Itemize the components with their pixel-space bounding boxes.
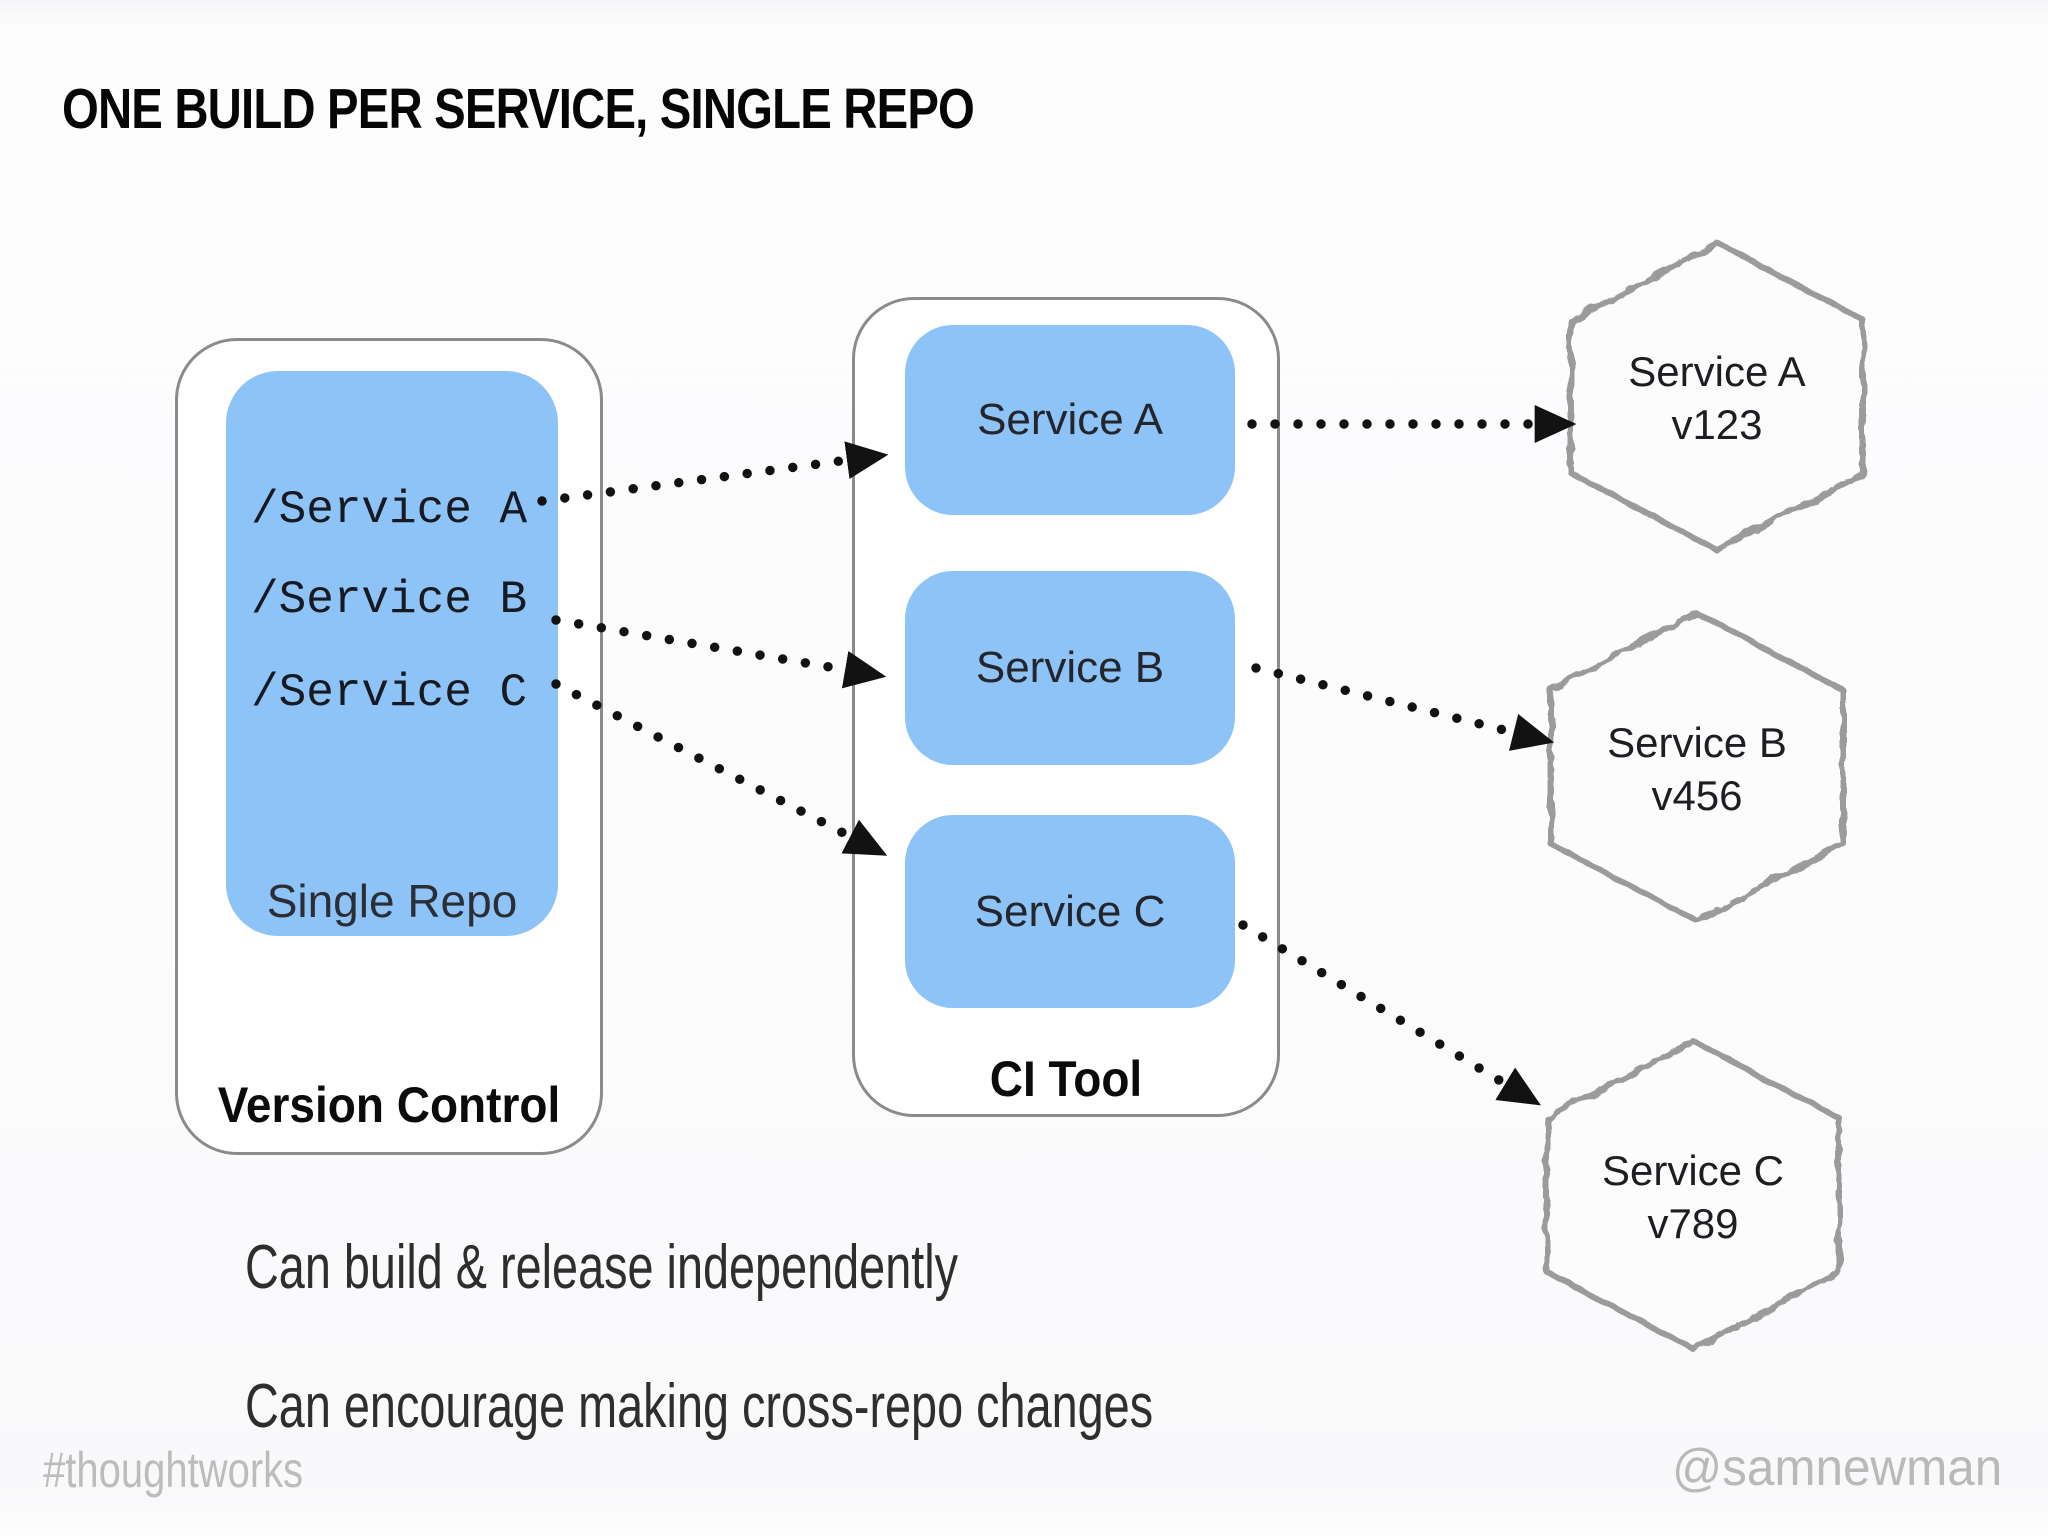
repo-path-service-c: /Service C <box>251 667 528 719</box>
arrow-ci-b-to-hex <box>1251 663 1555 751</box>
single-repo-box: /Service A /Service B /Service C Single … <box>226 371 558 936</box>
note-cross-repo: Can encourage making cross-repo changes <box>245 1372 1154 1441</box>
ci-build-service-c: Service C <box>905 815 1235 1008</box>
slide-title: ONE BUILD PER SERVICE, SINGLE REPO <box>62 77 975 141</box>
artifact-name: Service B <box>1607 719 1787 766</box>
artifact-name: Service A <box>1628 348 1806 395</box>
artifact-service-a: Service A v123 <box>1567 345 1867 451</box>
repo-path-service-a: /Service A <box>251 484 528 536</box>
arrow-repo-c-to-ci <box>551 679 888 856</box>
artifact-service-b: Service B v456 <box>1547 716 1847 822</box>
arrow-ci-c-to-hex <box>1238 920 1541 1106</box>
ci-build-service-b: Service B <box>905 571 1235 765</box>
version-control-container: /Service A /Service B /Service C Single … <box>175 338 603 1155</box>
repo-path-service-b: /Service B <box>251 574 528 626</box>
ci-build-service-a: Service A <box>905 325 1235 515</box>
artifact-version: v789 <box>1647 1200 1739 1247</box>
single-repo-label: Single Repo <box>266 875 518 927</box>
arrow-repo-b-to-ci <box>551 615 887 689</box>
note-independent-build: Can build & release independently <box>245 1233 959 1302</box>
artifact-version: v456 <box>1651 772 1743 819</box>
artifact-service-c: Service C v789 <box>1543 1144 1843 1250</box>
artifact-name: Service C <box>1601 1147 1785 1194</box>
footer-hashtag: #thoughtworks <box>43 1442 304 1498</box>
ci-tool-label: CI Tool <box>989 1051 1143 1107</box>
ci-tool-container: Service A Service B Service C CI Tool <box>852 297 1280 1117</box>
footer-handle: @samnewman <box>1672 1439 2003 1497</box>
version-control-label: Version Control <box>217 1077 561 1133</box>
artifact-version: v123 <box>1671 401 1763 448</box>
